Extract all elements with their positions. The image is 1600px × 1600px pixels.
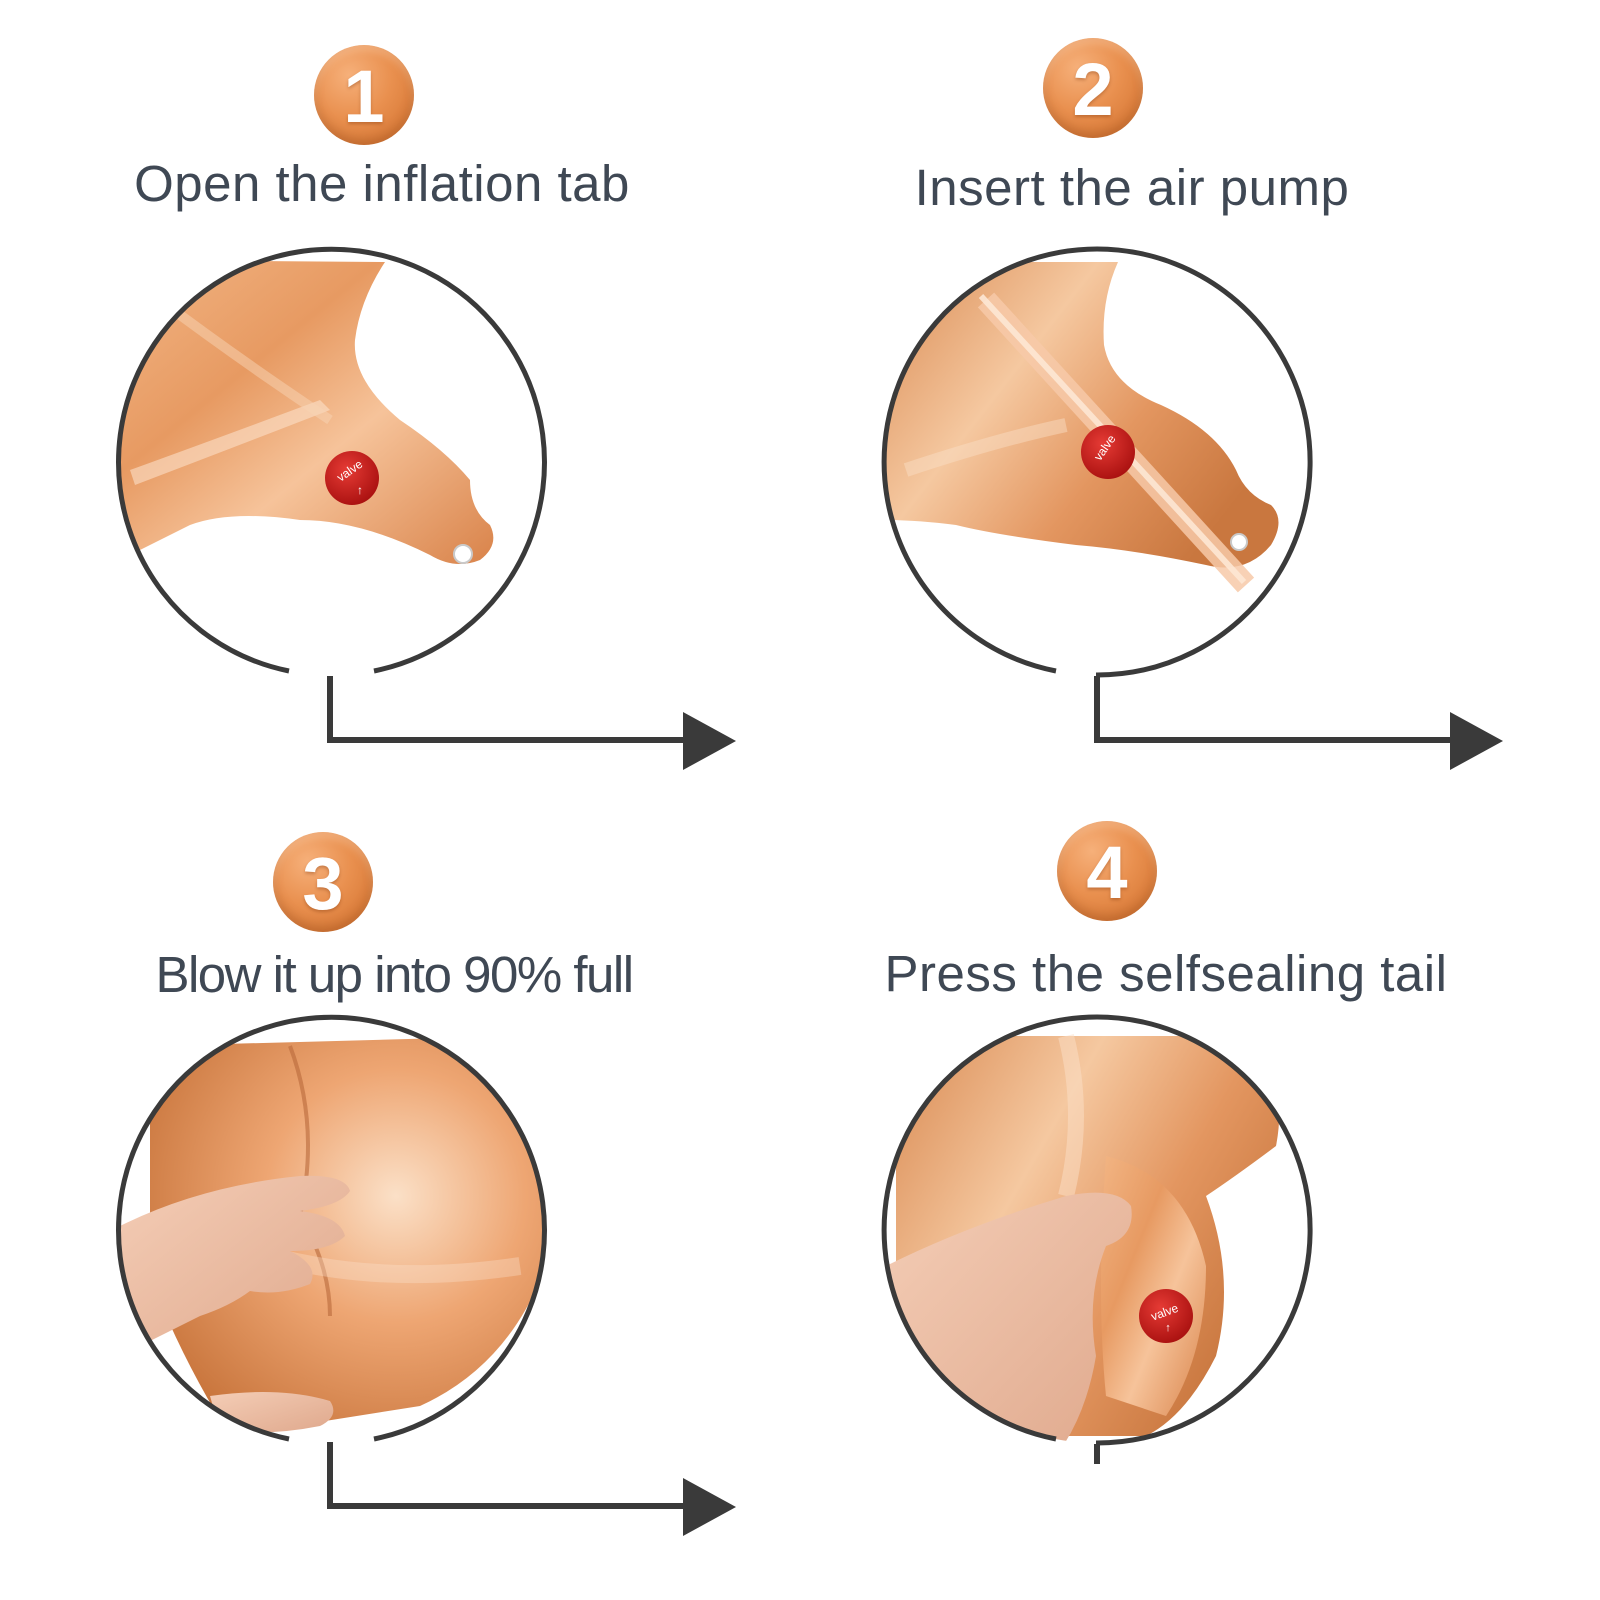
foil-balloon-photo bbox=[118, 1017, 544, 1443]
step-number-badge: 2 bbox=[1043, 38, 1143, 138]
photo-ring bbox=[881, 246, 1313, 678]
step-caption: Blow it up into 90% full bbox=[155, 946, 634, 1003]
step-caption: Open the inflation tab bbox=[134, 155, 630, 212]
svg-text:↑: ↑ bbox=[1165, 1322, 1171, 1334]
step-3-illustration bbox=[116, 1014, 736, 1536]
step-number: 3 bbox=[302, 842, 344, 925]
step-4-illustration: valve ↑ bbox=[881, 1014, 1313, 1464]
step-1: valve ↑ 1 Open the inflation tab bbox=[0, 0, 800, 800]
step-2-illustration: valve bbox=[881, 246, 1503, 770]
step-caption: Insert the air pump bbox=[914, 159, 1350, 216]
step-1-illustration: valve ↑ bbox=[116, 246, 736, 770]
foil-balloon-photo: valve bbox=[883, 249, 1309, 675]
photo-ring bbox=[116, 246, 547, 674]
arrow-right-icon bbox=[327, 676, 736, 770]
step-number-badge: 1 bbox=[314, 45, 414, 145]
valve-sticker bbox=[1139, 1289, 1193, 1343]
hand bbox=[120, 1175, 350, 1356]
step-3: 3 Blow it up into 90% full bbox=[0, 796, 800, 1596]
step-2: valve 2 Insert the air pump bbox=[766, 0, 1566, 800]
step-number-badge: 4 bbox=[1057, 821, 1157, 921]
step-number: 1 bbox=[343, 55, 385, 138]
foil-balloon-photo: valve ↑ bbox=[118, 249, 544, 675]
step-number: 2 bbox=[1072, 48, 1114, 131]
valve-sticker bbox=[325, 451, 379, 505]
foil-balloon-photo: valve ↑ bbox=[883, 1017, 1309, 1443]
photo-ring bbox=[116, 1014, 547, 1442]
step-number-badge: 3 bbox=[273, 832, 373, 932]
step-4: valve ↑ 4 Press the selfsealing tail bbox=[766, 796, 1566, 1596]
arrow-right-icon bbox=[1094, 676, 1503, 770]
step-number: 4 bbox=[1086, 831, 1128, 914]
valve-sticker bbox=[1081, 425, 1135, 479]
arrow-right-icon bbox=[327, 1442, 736, 1536]
photo-ring bbox=[881, 1014, 1313, 1446]
svg-text:↑: ↑ bbox=[357, 483, 363, 497]
step-caption: Press the selfsealing tail bbox=[884, 945, 1448, 1002]
